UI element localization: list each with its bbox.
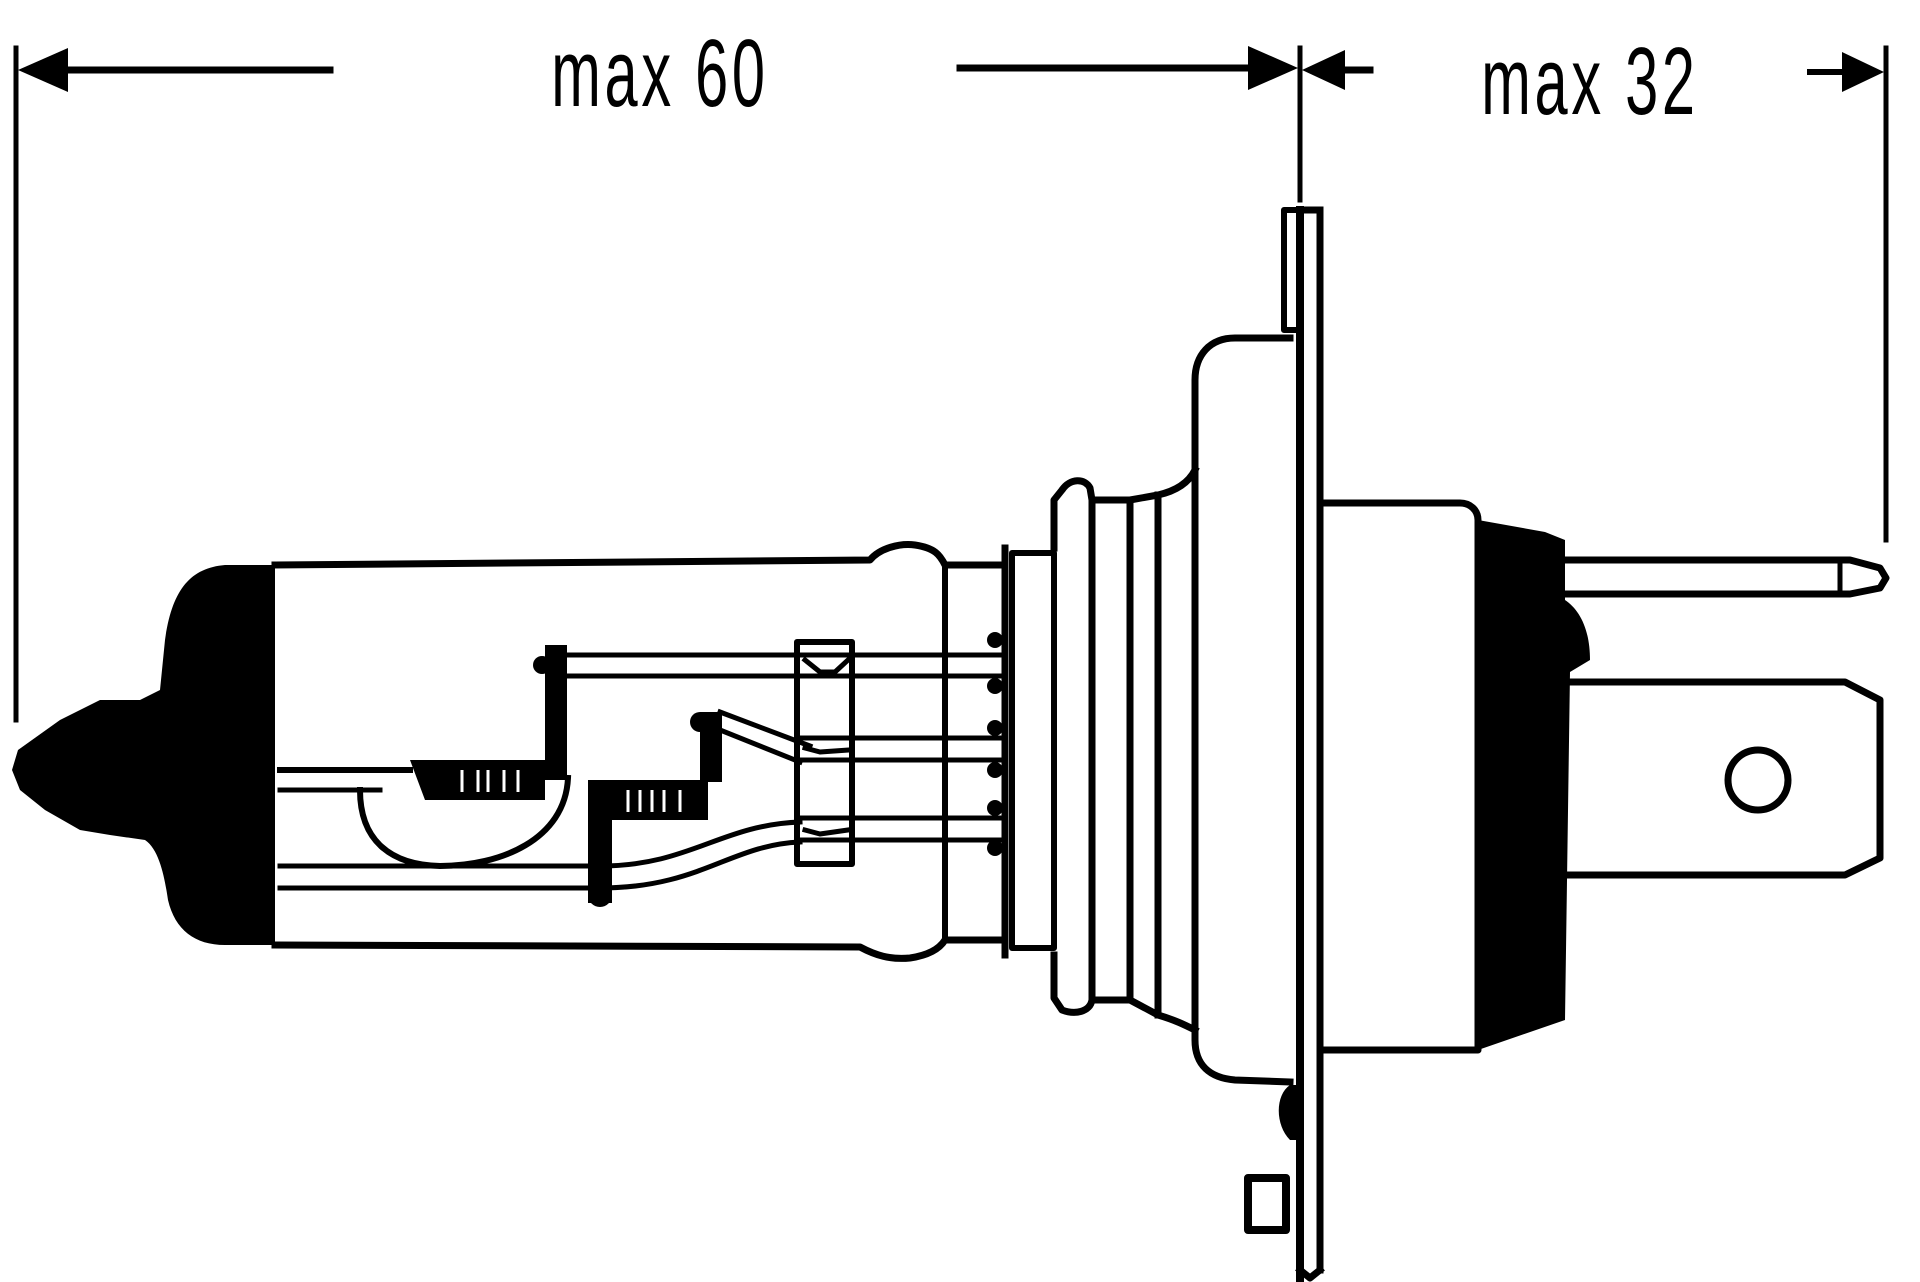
high-beam-filament: [588, 780, 708, 840]
blade-hole: [1724, 746, 1792, 814]
pinch-seal: [1009, 550, 1057, 951]
base-collar-ribs: [1050, 334, 1294, 1086]
arrowhead-left-icon: [18, 48, 68, 92]
support-wires: [277, 645, 1003, 907]
flat-blade-terminal: [1561, 678, 1884, 879]
glass-envelope: [271, 541, 1057, 962]
dimension-label-max-60: max 60: [551, 20, 769, 127]
dimension-lines: [13, 45, 1889, 723]
reference-flange: [1278, 206, 1325, 1282]
flange-tab: [1244, 1174, 1290, 1234]
arrowhead-left-icon: [1302, 50, 1345, 90]
black-tip-cap: [12, 565, 275, 945]
pin-terminal: [1561, 556, 1890, 598]
seal-contact-bumps: [987, 632, 1003, 856]
arrowhead-right-icon: [1842, 52, 1884, 92]
connector-housing: [1316, 499, 1590, 1054]
dimension-label-max-32: max 32: [1481, 28, 1699, 135]
shield-cup: [356, 774, 572, 869]
arrowhead-right-icon: [1248, 46, 1298, 90]
low-beam-filament: [410, 760, 545, 800]
bridge-clamp: [794, 639, 855, 867]
